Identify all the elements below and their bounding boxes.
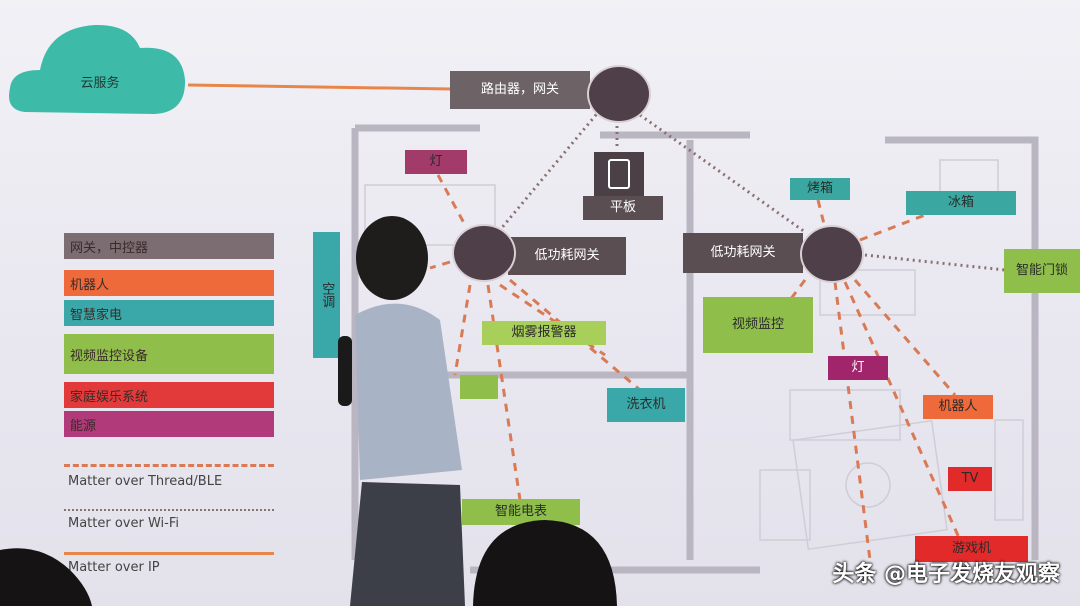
legend-wifi-line — [64, 509, 274, 511]
device-fridge: 冰箱 — [906, 191, 1016, 215]
legend-ip-label: Matter over IP — [68, 560, 160, 575]
cloud-service-label: 云服务 — [80, 76, 120, 92]
presenter-head — [356, 216, 428, 300]
gateway-left-label: 低功耗网关 — [508, 237, 626, 275]
legend-thread-label: Matter over Thread/BLE — [68, 474, 223, 489]
thread-links — [429, 174, 962, 561]
device-light-left: 灯 — [405, 150, 467, 174]
device-smart-lock: 智能门锁 — [1004, 249, 1080, 293]
router-icon — [587, 65, 651, 123]
device-washer: 洗衣机 — [607, 388, 685, 422]
cloud-icon — [9, 24, 186, 114]
legend-thread-line — [64, 464, 274, 467]
gateway-left-icon — [452, 224, 516, 282]
presenter-trousers — [350, 482, 465, 606]
legend-wifi-label: Matter over Wi-Fi — [68, 516, 179, 531]
legend-energy: 能源 — [64, 411, 274, 437]
gateway-right-icon — [800, 225, 864, 283]
microphone — [338, 336, 352, 406]
device-air-conditioner: 空调 — [313, 232, 340, 358]
tablet-icon — [594, 152, 644, 196]
device-smoke-alarm: 烟雾报警器 — [482, 321, 606, 345]
tablet-label: 平板 — [583, 196, 663, 220]
audience-head — [473, 520, 617, 606]
presenter-shirt — [355, 303, 462, 480]
device-light-right: 灯 — [828, 356, 888, 380]
audience-head-left — [0, 548, 92, 606]
legend-appliance: 智慧家电 — [64, 300, 274, 326]
router-gateway-label: 路由器，网关 — [450, 71, 590, 109]
device-oven: 烤箱 — [790, 178, 850, 200]
watermark: 头条 @电子发烧友观察 — [832, 562, 1060, 587]
ip-link — [187, 83, 453, 91]
gateway-right-label: 低功耗网关 — [683, 233, 803, 273]
floorplan-walls — [350, 124, 1039, 574]
legend-robot: 机器人 — [64, 270, 274, 296]
legend-gateway: 网关，中控器 — [64, 233, 274, 259]
device-smart-meter: 智能电表 — [462, 499, 580, 525]
legend-entertainment: 家庭娱乐系统 — [64, 382, 274, 408]
legend-ip-line — [64, 552, 274, 555]
device-game-console: 游戏机 — [915, 536, 1028, 562]
device-partial-hidden — [460, 375, 498, 399]
device-robot: 机器人 — [923, 395, 993, 419]
device-camera: 视频监控 — [703, 297, 813, 353]
legend-camera: 视频监控设备 — [64, 334, 274, 374]
wifi-links — [498, 109, 1006, 272]
device-tv: TV — [948, 467, 992, 491]
